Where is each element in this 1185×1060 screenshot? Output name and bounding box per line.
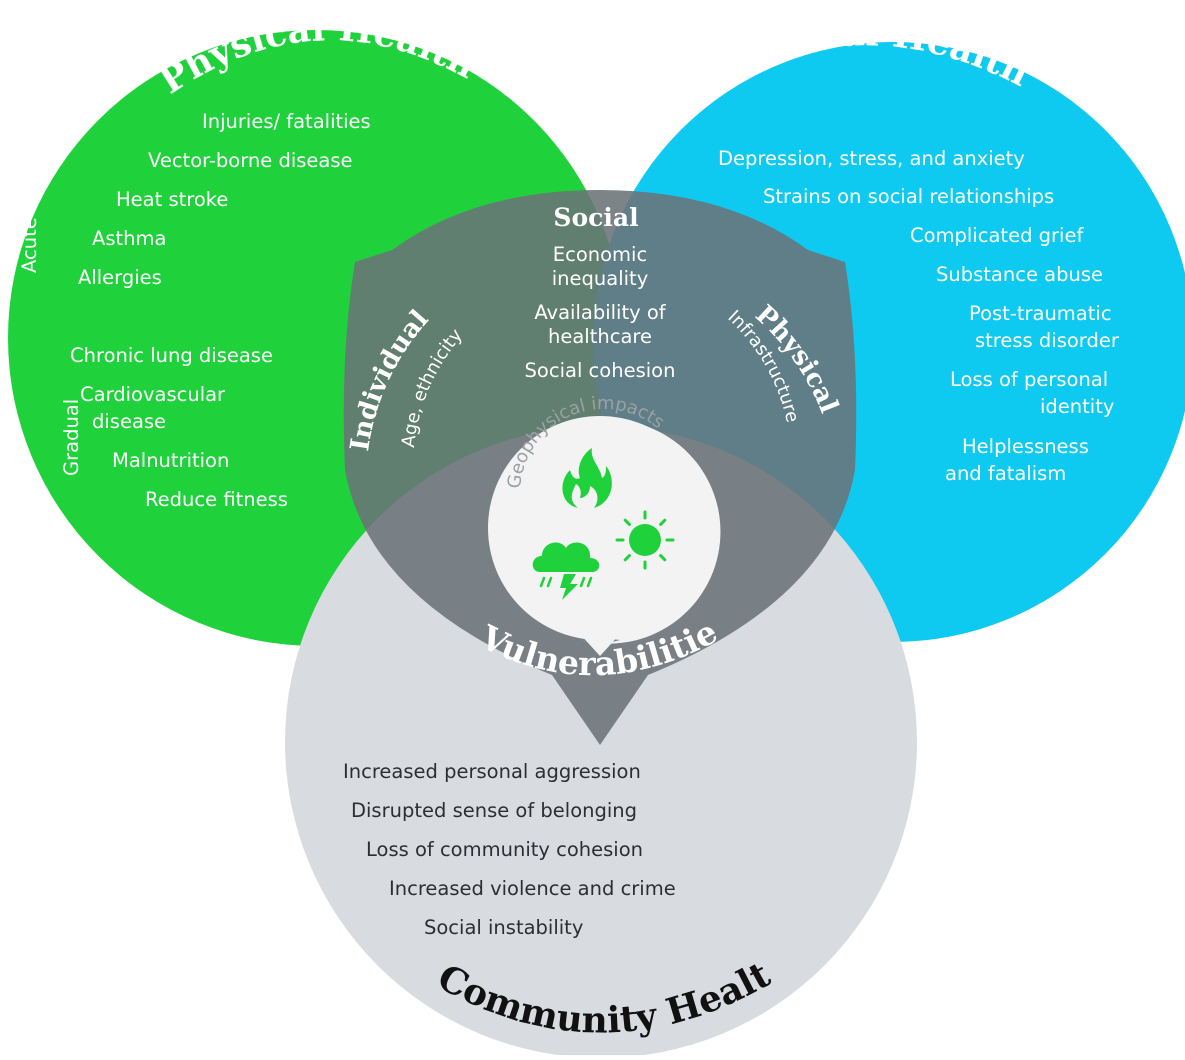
gradual-item: Reduce fitness [145, 488, 288, 511]
acute-item: Injuries/ fatalities [202, 110, 371, 133]
fire-icon [562, 448, 612, 508]
sun-icon [615, 510, 675, 570]
acute-item: Asthma [92, 227, 166, 250]
acute-item: Allergies [78, 266, 162, 289]
acute-item: Heat stroke [116, 188, 228, 211]
mental-item: Substance abuse [936, 263, 1103, 286]
community-item: Increased violence and crime [389, 877, 676, 900]
mental-item: Helplessness [962, 435, 1089, 458]
mental-item: stress disorder [975, 329, 1120, 352]
social-item: Economic [553, 243, 647, 266]
mental-item: identity [1040, 395, 1114, 418]
acute-label: Acute [18, 217, 41, 273]
social-item: healthcare [548, 325, 652, 348]
gradual-item: disease [92, 410, 166, 433]
social-item: inequality [552, 267, 648, 290]
community-item: Disrupted sense of belonging [351, 799, 637, 822]
geophysical-core-disc [488, 416, 712, 640]
social-title: Social [553, 203, 638, 232]
social-item: Social cohesion [525, 359, 676, 382]
mental-item: and fatalism [945, 462, 1066, 485]
gradual-item: Cardiovascular [80, 383, 226, 406]
storm-icon [532, 542, 600, 600]
social-item: Availability of [534, 301, 666, 324]
community-item: Social instability [424, 916, 583, 939]
mental-item: Complicated grief [910, 224, 1084, 247]
gradual-label: Gradual [60, 399, 83, 476]
community-item: Increased personal aggression [343, 760, 641, 783]
acute-item: Vector-borne disease [148, 149, 353, 172]
mental-item: Strains on social relationships [763, 185, 1054, 208]
community-item: Loss of community cohesion [366, 838, 643, 861]
gradual-item: Chronic lung disease [70, 344, 273, 367]
mental-item: Post-traumatic [969, 302, 1112, 325]
gradual-item: Malnutrition [112, 449, 229, 472]
mental-item: Depression, stress, and anxiety [718, 147, 1025, 170]
mental-item: Loss of personal [950, 368, 1108, 391]
core-notch [580, 634, 620, 656]
